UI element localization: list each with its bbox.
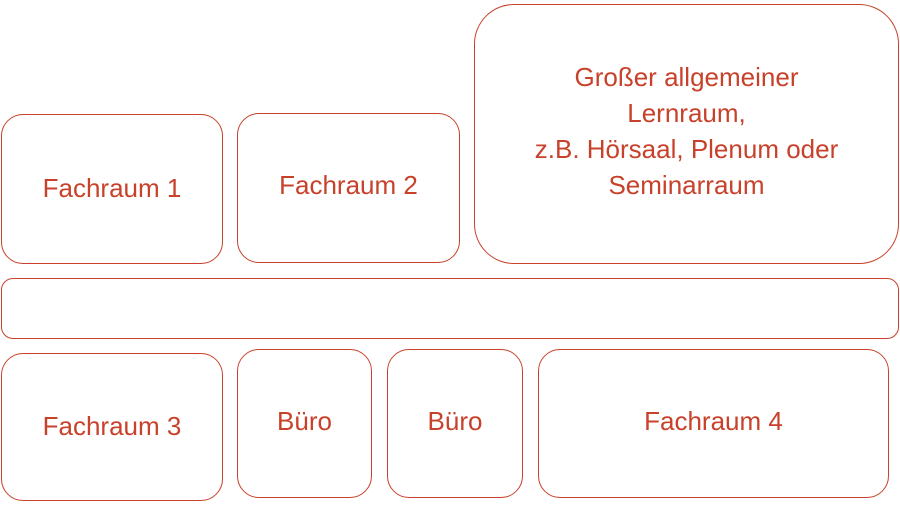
room-label-fachraum-3: Fachraum 3 xyxy=(42,411,182,442)
room-fachraum-4: Fachraum 4 xyxy=(538,349,889,498)
room-lernraum: Großer allgemeiner Lernraum, z.B. Hörsaa… xyxy=(474,4,899,264)
room-buero-1: Büro xyxy=(237,349,372,498)
room-buero-2: Büro xyxy=(387,349,523,498)
room-label-buero-2: Büro xyxy=(427,405,483,436)
room-fachraum-3: Fachraum 3 xyxy=(1,353,223,501)
room-fachraum-2: Fachraum 2 xyxy=(237,113,460,263)
lernraum-line-4: Seminarraum xyxy=(608,169,765,200)
corridor xyxy=(1,278,899,339)
room-label-fachraum-1: Fachraum 1 xyxy=(42,173,182,204)
room-label-buero-1: Büro xyxy=(277,405,332,436)
room-label-fachraum-2: Fachraum 2 xyxy=(279,170,418,201)
room-label-lernraum: Großer allgemeiner Lernraum, z.B. Hörsaa… xyxy=(535,60,838,204)
room-label-fachraum-4: Fachraum 4 xyxy=(644,405,783,436)
lernraum-line-1: Großer allgemeiner xyxy=(574,62,799,93)
lernraum-line-3: z.B. Hörsaal, Plenum oder xyxy=(534,134,839,164)
room-fachraum-1: Fachraum 1 xyxy=(1,114,223,264)
lernraum-line-2: Lernraum, xyxy=(627,98,746,129)
